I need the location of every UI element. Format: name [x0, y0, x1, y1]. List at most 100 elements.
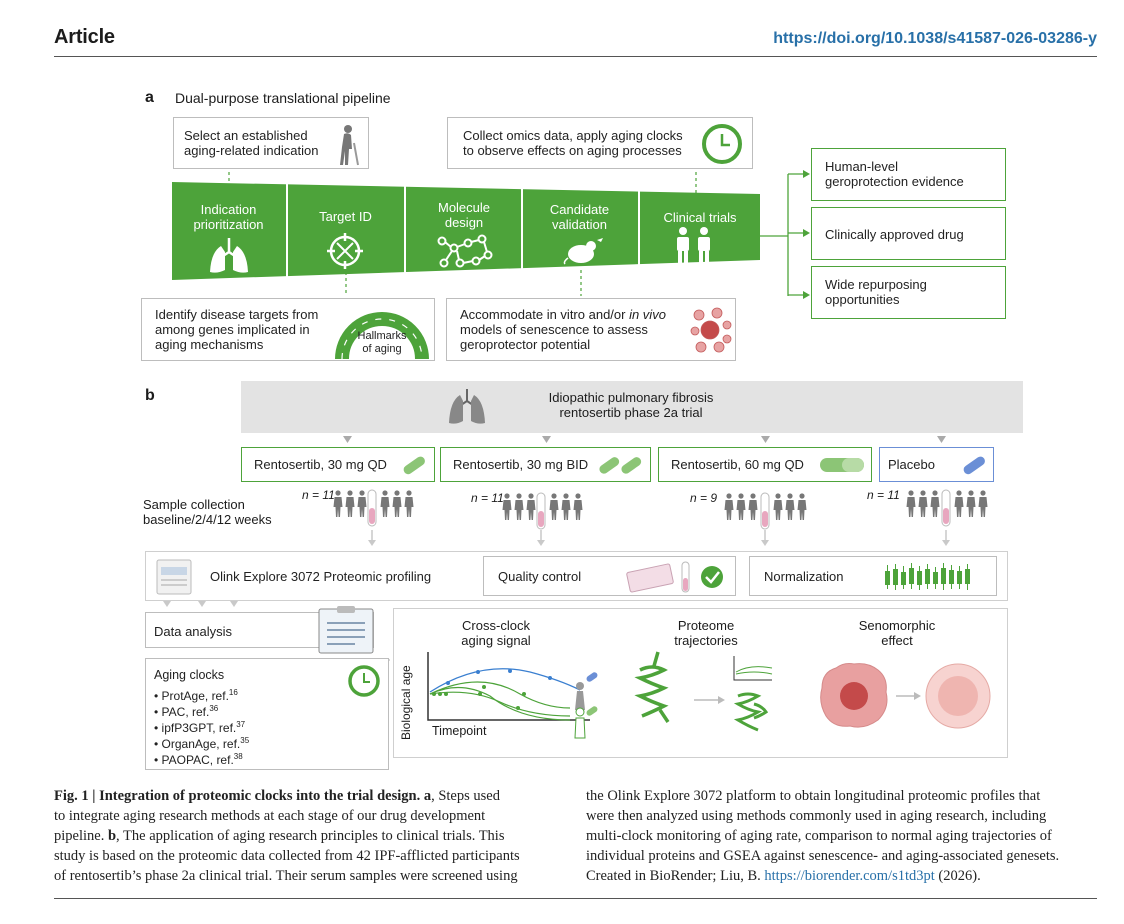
identify-targets-line3: aging mechanisms: [155, 337, 264, 352]
header-rule: [54, 56, 1097, 57]
arm-30mg-qd: Rentosertib, 30 mg QD: [241, 447, 435, 482]
lungs-icon: [210, 238, 248, 273]
accommodate-models-box: Accommodate in vitro and/or in vivo mode…: [446, 298, 736, 361]
caption-left-line3: pipeline. b, The application of aging re…: [54, 826, 564, 846]
quality-control-box: Quality control: [483, 556, 736, 596]
pill-icon: [403, 456, 425, 475]
caption-right-line5: Created in BioRender; Liu, B. https://bi…: [586, 866, 1106, 886]
trial-title-line2: rentosertib phase 2a trial: [559, 405, 703, 420]
normalization-label: Normalization: [764, 569, 844, 584]
senomorphic-line1: Senomorphic: [858, 618, 936, 633]
caption-left-line4: study is based on the proteomic data col…: [54, 848, 520, 864]
stage-target-label: Target ID: [288, 209, 403, 224]
clock-item-ipfp3gpt-ref: 37: [236, 720, 246, 729]
outcome-human-level: Human-level geroprotection evidence: [811, 148, 1006, 201]
select-indication-box: Select an established aging-related indi…: [173, 117, 369, 169]
aging-clocks-box: Aging clocks • ProtAge, ref.16 • PAC, re…: [145, 658, 389, 770]
clock-item-paopac-ref: 38: [233, 752, 243, 761]
caption-right-line4: individual proteins and GSEA against sen…: [586, 848, 1060, 864]
article-label: Article: [54, 26, 115, 48]
stage-indication-line2: prioritization: [193, 217, 264, 232]
clock-item-protage: • ProtAge, ref.16: [154, 685, 238, 704]
panel-a-label: a: [145, 89, 154, 106]
stage-molecule-line1: Molecule: [437, 200, 491, 215]
senescent-cells-icon: [690, 307, 732, 353]
cross-clock-title-line2: aging signal: [461, 633, 531, 648]
aging-clocks-title: Aging clocks: [154, 668, 225, 682]
clock-item-organage-ref: 35: [240, 736, 250, 745]
identify-targets-box: Identify disease targets from among gene…: [141, 298, 435, 361]
clock-item-organage-text: • OrganAge, ref.: [154, 737, 241, 751]
outcome-repurposing: Wide repurposing opportunities: [811, 266, 1006, 319]
accommodate-line3: geroprotector potential: [460, 337, 591, 352]
proteome-trajectories-line2: trajectories: [674, 633, 738, 648]
accommodate-line2: models of senescence to assess: [460, 322, 648, 337]
sample-collection: Sample collection baseline/2/4/12 weeks: [143, 497, 272, 527]
stage-indication-label: Indication prioritization: [172, 202, 285, 232]
outcome-approved-drug-line1: Clinically approved drug: [825, 227, 964, 242]
outcome-human-level-line1: Human-level: [825, 159, 898, 174]
sample-collection-line1: Sample collection: [143, 497, 245, 512]
panel-a-title: Dual-purpose translational pipeline: [175, 90, 391, 106]
cross-clock-title-line1: Cross-clock: [462, 618, 530, 633]
caption-right-line2: were then analyzed using methods commonl…: [586, 808, 1047, 824]
collect-omics-line2: to observe effects on aging processes: [463, 143, 682, 158]
small-clock-icon: [348, 665, 380, 697]
hallmarks-label: Hallmarks of aging: [352, 330, 412, 356]
stage-candidate-label: Candidate validation: [523, 202, 636, 232]
cross-clock-plot: [427, 652, 598, 739]
trial-banner: Idiopathic pulmonary fibrosis rentoserti…: [241, 381, 1023, 433]
arm-placebo: Placebo: [879, 447, 994, 482]
stage-clinical-line1: Clinical trials: [663, 210, 737, 225]
qc-check-icon: [626, 561, 723, 593]
normalization-box: Normalization: [749, 556, 997, 596]
clock-item-organage: • OrganAge, ref.35: [154, 733, 249, 752]
clipboard-icon: [318, 606, 374, 654]
clock-item-pac-ref: 36: [209, 704, 219, 713]
cross-clock-title: Cross-clock aging signal: [440, 618, 552, 648]
caption-left-line3-pre: pipeline.: [54, 828, 108, 844]
accommodate-line1-text: Accommodate in vitro and/or: [460, 307, 630, 322]
stage-target-line1: Target ID: [319, 209, 372, 224]
cross-clock-ylabel: Biological age: [399, 665, 413, 740]
trial-title: Idiopathic pulmonary fibrosis rentoserti…: [511, 390, 751, 420]
caption-left-line3-rest: , The application of aging research prin…: [116, 828, 505, 844]
caption-left: Fig. 1 | Integration of proteomic clocks…: [54, 786, 564, 886]
caption-panel-b-ref: b: [107, 828, 117, 844]
olink-instrument-icon: [156, 559, 192, 595]
dna-target-icon: [327, 233, 363, 269]
clock-item-ipfp3gpt: • ipfP3GPT, ref.37: [154, 717, 245, 736]
arm-60mg-qd: Rentosertib, 60 mg QD: [658, 447, 872, 482]
stage-clinical-label: Clinical trials: [640, 210, 760, 225]
accommodate-line1-em: in vivo: [629, 307, 666, 322]
clock-item-protage-text: • ProtAge, ref.: [154, 689, 229, 703]
arm-30mg-bid-label: Rentosertib, 30 mg BID: [453, 457, 589, 472]
senomorphic-line2: effect: [881, 633, 913, 648]
proteome-trajectories-title: Proteome trajectories: [654, 618, 758, 648]
biorender-link[interactable]: https://biorender.com/s1td3pt: [764, 868, 935, 884]
sample-collection-line2: baseline/2/4/12 weeks: [143, 512, 272, 527]
arm-3-n: n = 9: [690, 491, 718, 505]
quality-control-label: Quality control: [498, 569, 582, 584]
hallmarks-arc-icon: [335, 312, 429, 360]
caption-left-line1: Fig. 1 | Integration of proteomic clocks…: [54, 786, 564, 806]
arm-30mg-bid: Rentosertib, 30 mg BID: [440, 447, 651, 482]
select-indication-line1: Select an established: [184, 128, 308, 143]
select-indication-line2: aging-related indication: [184, 143, 319, 158]
pipeline-band: [172, 182, 760, 280]
collect-omics-line1: Collect omics data, apply aging clocks: [463, 128, 683, 143]
arm-placebo-label: Placebo: [888, 457, 935, 472]
clock-icon: [702, 124, 742, 164]
caption-left-line5: of rentosertib’s phase 2a clinical trial…: [54, 868, 518, 884]
clock-item-pac-text: • PAC, ref.: [154, 705, 210, 719]
senomorphic-title: Senomorphic effect: [842, 618, 952, 648]
trial-title-line1: Idiopathic pulmonary fibrosis: [548, 390, 714, 405]
collect-omics-box: Collect omics data, apply aging clocks t…: [447, 117, 753, 169]
doi-link[interactable]: https://doi.org/10.1038/s41587-026-03286…: [773, 30, 1097, 47]
caption-left-line1-text: , Steps used: [431, 788, 500, 804]
caption-right-line5-suffix: (2026).: [934, 868, 981, 884]
proteome-trajectories-line1: Proteome: [677, 618, 735, 633]
hallmarks-line1: Hallmarks: [357, 330, 407, 342]
caption-right-line5-text: Created in BioRender; Liu, B.: [586, 868, 765, 884]
